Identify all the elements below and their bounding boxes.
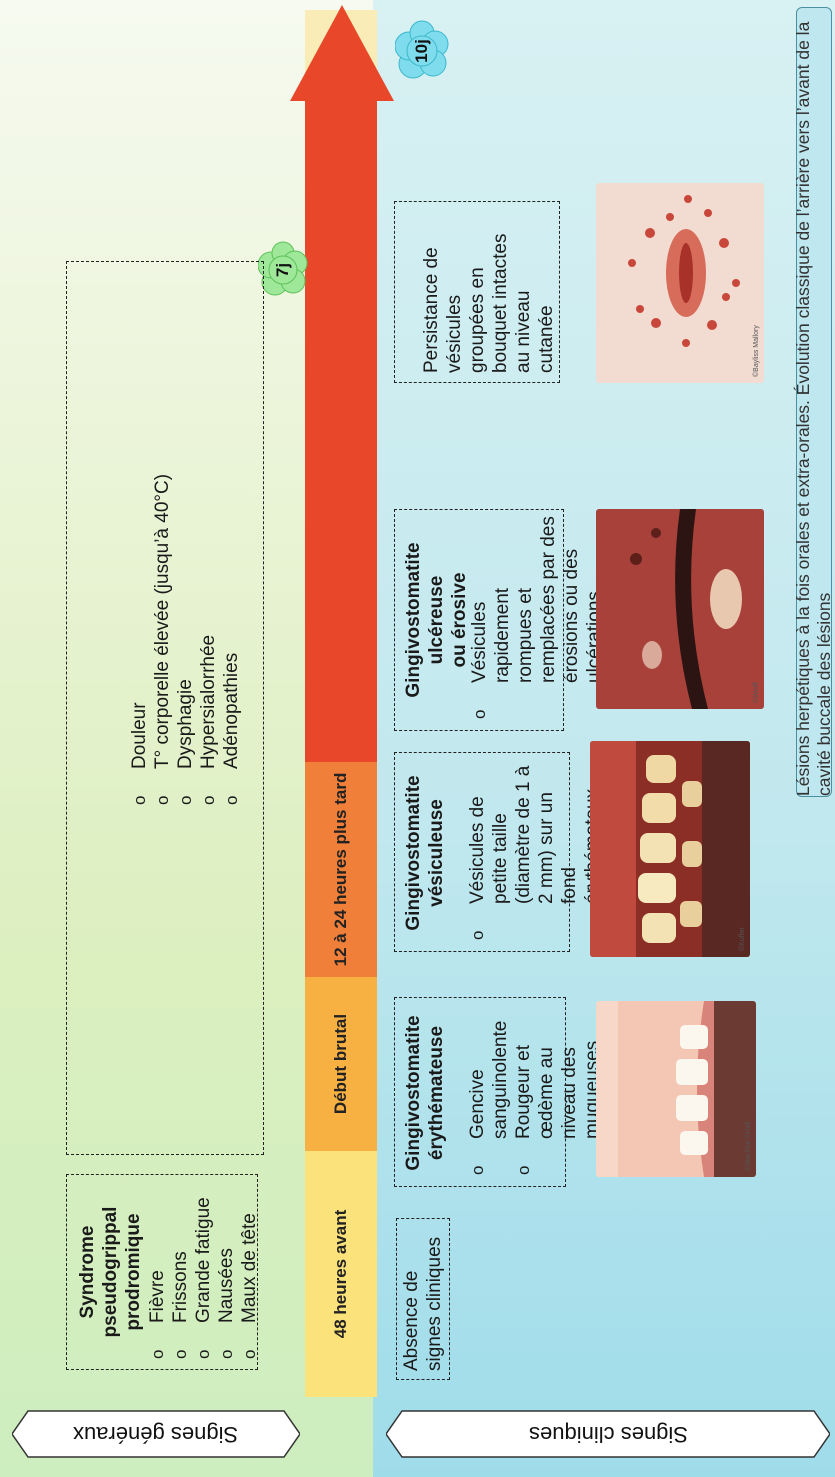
caption-text: Lésions herpétiques à la fois orales et …: [793, 8, 835, 796]
general-signs-list: Douleur T° corporelle élevée (jusqu’à 40…: [128, 311, 243, 811]
caption: Lésions herpétiques à la fois orales et …: [796, 7, 832, 797]
timeline-arrow-head: [290, 5, 394, 101]
persistence-text: Persistance de vésicules groupées en bou…: [420, 223, 558, 373]
timeline-48h-label: 48 heures avant: [331, 1210, 351, 1339]
badge-7-days-text: 7j: [258, 241, 308, 299]
row-label-clinical: Signes cliniques: [386, 1401, 830, 1467]
stage2-title-line: Gingivostomatite: [402, 760, 425, 946]
list-item: Rougeur et œdème au niveau des muqueuses: [512, 1005, 604, 1181]
photo-image: [596, 1001, 756, 1177]
stage1-list: Gencive sanguinolente Rougeur et œdème a…: [466, 1005, 604, 1181]
stage3-title: Gingivostomatite ulcéreuse ou érosive: [402, 515, 471, 725]
timeline-onset: Début brutal: [305, 977, 377, 1151]
list-item: Gencive sanguinolente: [466, 1005, 512, 1181]
list-item: Nausées: [215, 1180, 238, 1365]
stage1-title-line: Gingivostomatite: [402, 1005, 425, 1181]
stage3-title-line: Gingivostomatite ulcéreuse: [402, 515, 448, 725]
photo-cutaneous-vesicles: ©Bayliss Mallory: [596, 183, 764, 383]
photo-image: [590, 741, 750, 957]
list-item: Douleur: [128, 311, 151, 811]
list-item: T° corporelle élevée (jusqu’à 40°C): [151, 311, 174, 811]
stage2-title: Gingivostomatite vésiculeuse: [402, 760, 448, 946]
prodrome-list: Fièvre Frissons Grande fatigue Nausées M…: [146, 1180, 261, 1365]
photo-erythematous-gingivostomatitis: ©Manhire ©Hall: [596, 1001, 756, 1177]
photo-credit: ©Kuffer: [739, 927, 746, 951]
badge-10-days: 10j: [395, 20, 449, 82]
absence-text-line: signes cliniques: [423, 1221, 446, 1371]
photo-credit: ©Wolff: [753, 682, 760, 703]
prodrome-title-line: Syndrome: [76, 1187, 99, 1357]
absence-text-line: Absence de: [400, 1221, 423, 1371]
list-item: Frissons: [169, 1180, 192, 1365]
photo-credit: ©Bayliss Mallory: [753, 325, 760, 377]
list-item: Vésicules de petite taille (diamètre de …: [466, 758, 604, 946]
row-label-clinical-text: Signes cliniques: [529, 1421, 688, 1447]
stage1-title: Gingivostomatite érythémateuse: [402, 1005, 448, 1181]
list-item: Adénopathies: [220, 311, 243, 811]
list-item: Hypersialorrhée: [197, 311, 220, 811]
absence-text: Absence de signes cliniques: [400, 1221, 446, 1371]
photo-image: [596, 183, 764, 383]
list-item: Dysphagie: [174, 311, 197, 811]
row-label-general-text: Signes généraux: [73, 1421, 238, 1447]
timeline-48h: 48 heures avant: [305, 1151, 377, 1397]
list-item: Fièvre: [146, 1180, 169, 1365]
prodrome-title: Syndrome pseudogrippal prodromique: [76, 1187, 145, 1357]
stage1-title-line: érythémateuse: [425, 1005, 448, 1181]
list-item: Grande fatigue: [192, 1180, 215, 1365]
row-label-general: Signes généraux: [12, 1401, 300, 1467]
photo-credit: ©Manhire ©Hall: [745, 1121, 752, 1171]
prodrome-title-line: pseudogrippal: [99, 1187, 122, 1357]
badge-7-days: 7j: [258, 241, 308, 299]
timeline-12-24h-label: 12 à 24 heures plus tard: [331, 773, 351, 967]
prodrome-title-line: prodromique: [122, 1187, 145, 1357]
stage2-list: Vésicules de petite taille (diamètre de …: [466, 758, 604, 946]
timeline-12-24h: 12 à 24 heures plus tard: [305, 762, 377, 977]
timeline-arrow-body: [305, 100, 377, 762]
timeline-onset-label: Début brutal: [331, 1014, 351, 1114]
list-item: Maux de tête: [238, 1180, 261, 1365]
photo-ulcerative-gingivostomatitis: ©Wolff: [596, 509, 764, 709]
list-item: Vésicules rapidement rompues et remplacé…: [468, 515, 606, 725]
stage3-list: Vésicules rapidement rompues et remplacé…: [468, 515, 606, 725]
stage2-title-line: vésiculeuse: [425, 760, 448, 946]
photo-image: [596, 509, 764, 709]
photo-vesicular-gingivostomatitis: ©Kuffer: [590, 741, 750, 957]
badge-10-days-text: 10j: [395, 20, 449, 82]
